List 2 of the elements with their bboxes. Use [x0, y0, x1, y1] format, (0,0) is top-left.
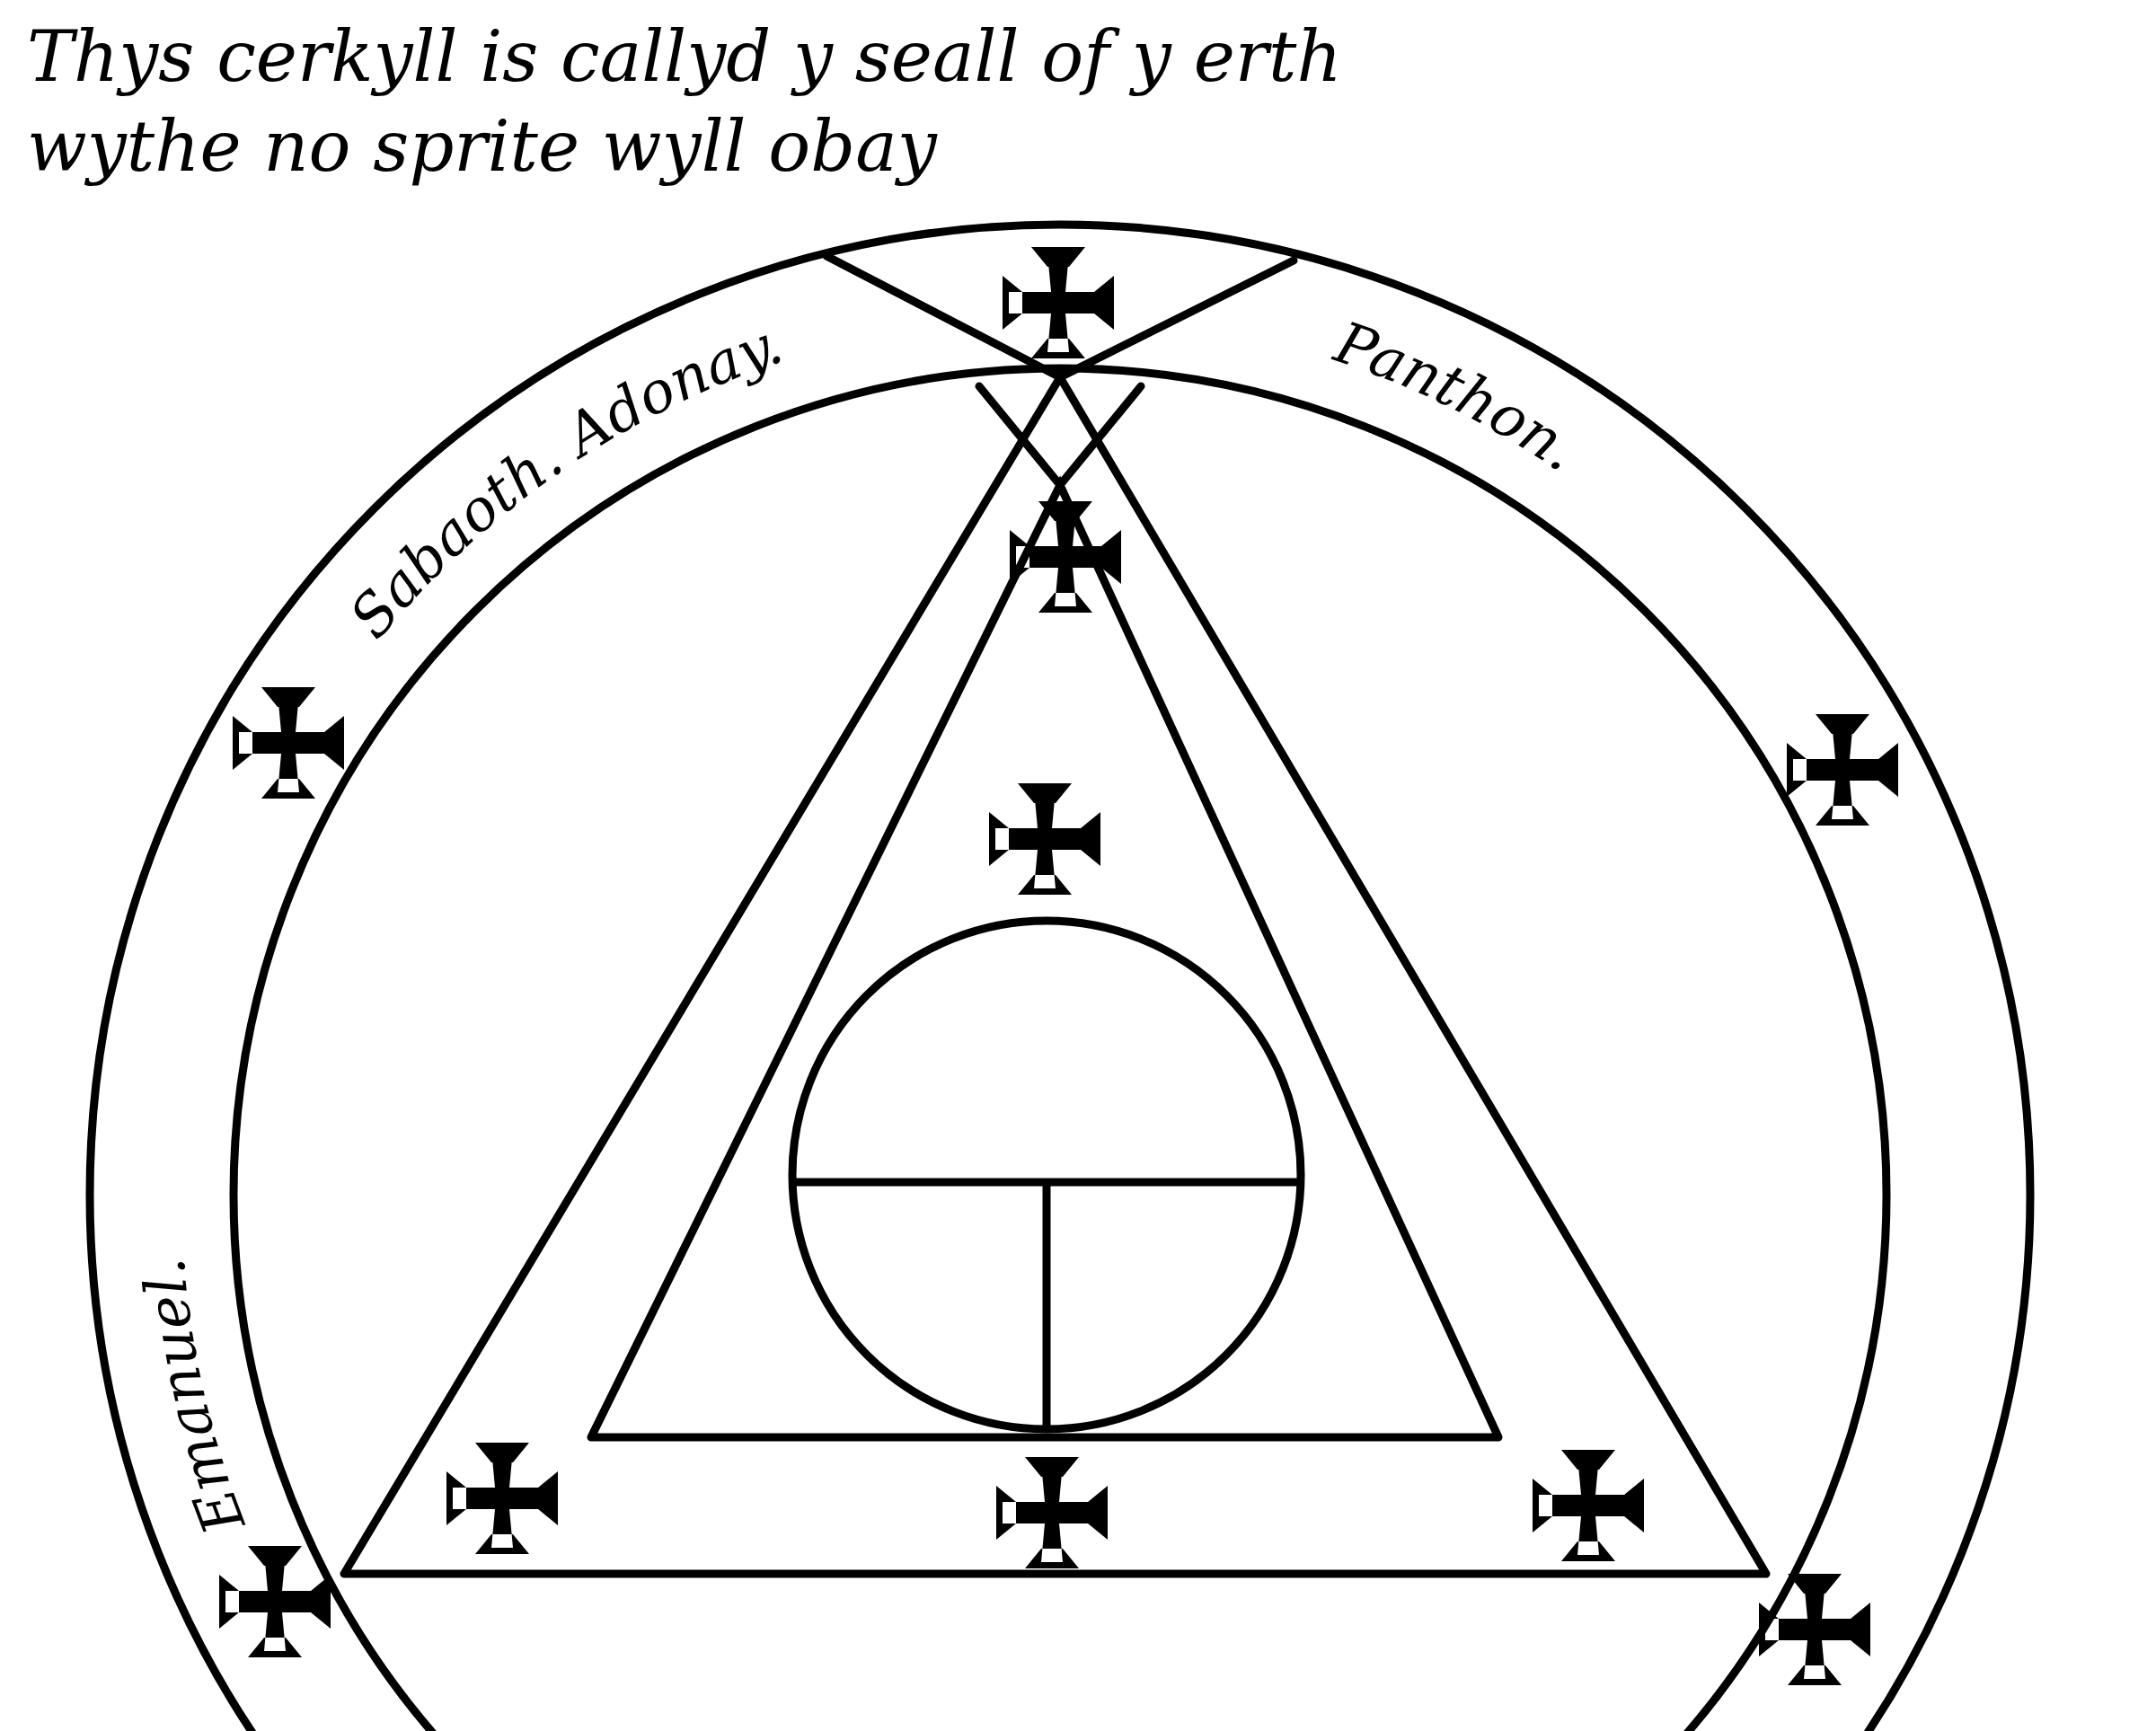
inscription-text: wythe no sprite wyll obay [27, 106, 937, 187]
inscription-text: Thys cerkyll is callyd y seall of y erth [27, 16, 1342, 97]
